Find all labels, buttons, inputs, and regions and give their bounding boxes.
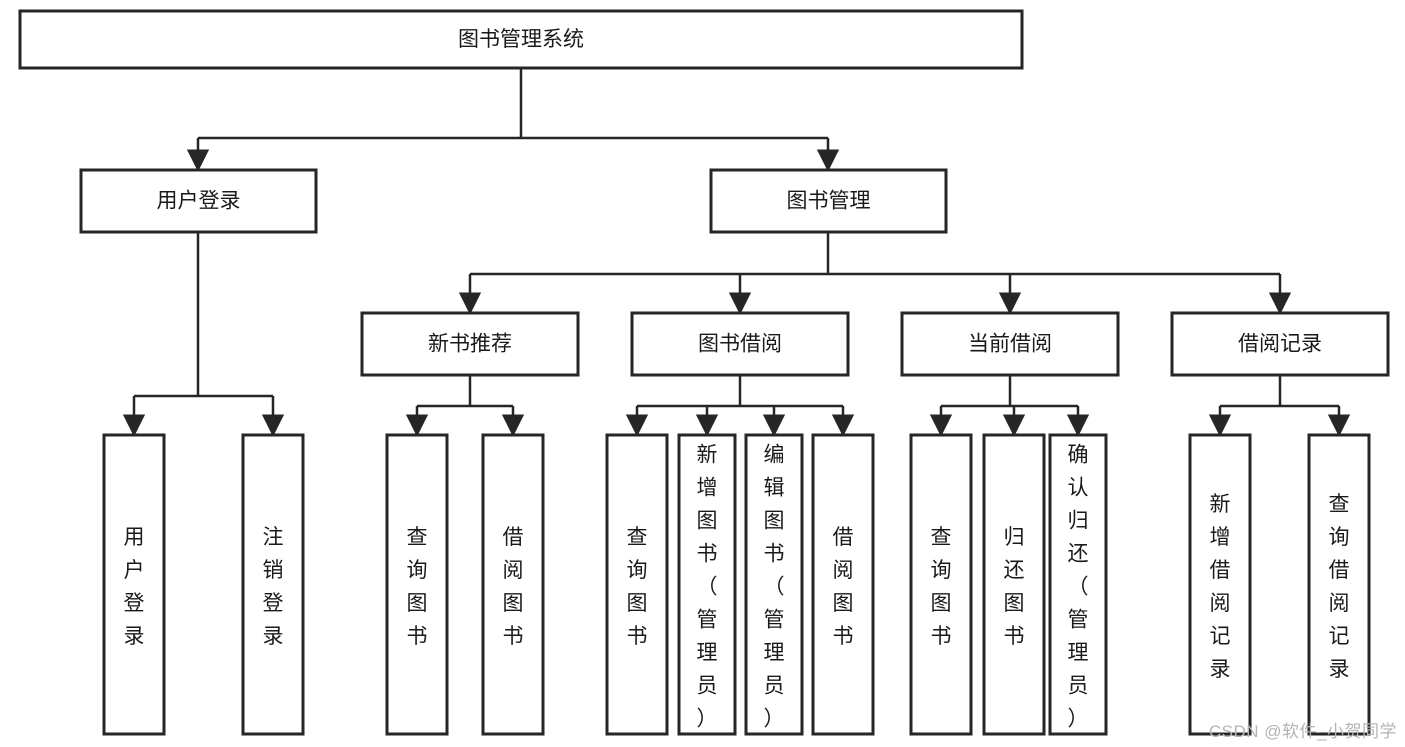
node-label-leaf-logout: 注销登录 (263, 526, 284, 648)
node-label-leaf-add-book: 新增图书（管理员） (697, 444, 718, 731)
node-box-leaf-add-book (677, 433, 737, 736)
node-label-borrow-record: 借阅记录 (1238, 333, 1322, 356)
node-box-new-book-recommend (360, 311, 580, 377)
node-label-leaf-add-record: 新增借阅记录 (1210, 493, 1231, 681)
node-leaf-add-record[interactable]: 新增借阅记录 (1188, 433, 1252, 736)
node-box-leaf-return-book (982, 433, 1046, 736)
node-leaf-confirm-return[interactable]: 确认归还（管理员） (1048, 433, 1108, 736)
node-box-leaf-query-book-1 (385, 433, 449, 736)
node-leaf-edit-book[interactable]: 编辑图书（管理员） (744, 433, 804, 736)
node-box-leaf-add-record (1188, 433, 1252, 736)
node-user-login[interactable]: 用户登录 (79, 168, 318, 234)
node-book-manage[interactable]: 图书管理 (709, 168, 948, 234)
node-box-leaf-query-record (1307, 433, 1371, 736)
node-root[interactable]: 图书管理系统 (18, 9, 1024, 70)
connector-level2_to_level3 (458, 232, 1292, 315)
node-leaf-user-login[interactable]: 用户登录 (102, 433, 166, 736)
node-label-leaf-borrow-book-2: 借阅图书 (833, 526, 854, 648)
node-box-leaf-query-book-2 (605, 433, 669, 736)
node-box-leaf-logout (241, 433, 305, 736)
node-book-borrow[interactable]: 图书借阅 (630, 311, 850, 377)
node-leaf-add-book[interactable]: 新增图书（管理员） (677, 433, 737, 736)
node-leaf-return-book[interactable]: 归还图书 (982, 433, 1046, 736)
node-label-leaf-edit-book: 编辑图书（管理员） (764, 444, 785, 731)
node-label-leaf-query-book-3: 查询图书 (931, 526, 952, 648)
node-box-borrow-record (1170, 311, 1390, 377)
node-box-leaf-edit-book (744, 433, 804, 736)
node-label-leaf-confirm-return: 确认归还（管理员） (1068, 444, 1089, 731)
node-box-user-login (79, 168, 318, 234)
connector-root_to_level2 (186, 68, 840, 172)
node-leaf-query-record[interactable]: 查询借阅记录 (1307, 433, 1371, 736)
node-label-leaf-query-record: 查询借阅记录 (1329, 493, 1350, 681)
connector-recommend_to_leaves (405, 375, 525, 437)
connector-record_to_leaves (1208, 375, 1351, 437)
node-label-user-login: 用户登录 (157, 190, 241, 213)
node-layer: 图书管理系统用户登录图书管理新书推荐图书借阅当前借阅借阅记录用户登录注销登录查询… (18, 9, 1390, 736)
node-leaf-query-book-1[interactable]: 查询图书 (385, 433, 449, 736)
connector-current_to_leaves (929, 375, 1090, 437)
node-label-leaf-user-login: 用户登录 (124, 526, 145, 648)
node-box-book-manage (709, 168, 948, 234)
node-leaf-borrow-book-1[interactable]: 借阅图书 (481, 433, 545, 736)
node-borrow-record[interactable]: 借阅记录 (1170, 311, 1390, 377)
node-label-new-book-recommend: 新书推荐 (428, 333, 512, 356)
node-label-current-borrow: 当前借阅 (968, 333, 1052, 356)
node-label-root: 图书管理系统 (458, 28, 584, 51)
node-label-leaf-return-book: 归还图书 (1004, 526, 1025, 648)
csdn-watermark: CSDN @软件_小贺同学 (1208, 722, 1397, 741)
node-box-leaf-confirm-return (1048, 433, 1108, 736)
node-leaf-query-book-2[interactable]: 查询图书 (605, 433, 669, 736)
node-box-leaf-borrow-book-2 (811, 433, 875, 736)
node-leaf-borrow-book-2[interactable]: 借阅图书 (811, 433, 875, 736)
node-label-book-manage: 图书管理 (787, 190, 871, 213)
node-leaf-logout[interactable]: 注销登录 (241, 433, 305, 736)
node-label-leaf-borrow-book-1: 借阅图书 (503, 526, 524, 648)
connector-borrow_to_leaves (625, 375, 855, 437)
node-leaf-query-book-3[interactable]: 查询图书 (909, 433, 973, 736)
node-box-root (18, 9, 1024, 70)
node-box-leaf-user-login (102, 433, 166, 736)
node-box-leaf-query-book-3 (909, 433, 973, 736)
node-box-book-borrow (630, 311, 850, 377)
connector-login_to_leaves (122, 232, 285, 437)
node-new-book-recommend[interactable]: 新书推荐 (360, 311, 580, 377)
node-label-book-borrow: 图书借阅 (698, 333, 782, 356)
node-label-leaf-query-book-1: 查询图书 (407, 526, 428, 648)
node-label-leaf-query-book-2: 查询图书 (627, 526, 648, 648)
connector-layer (122, 68, 1351, 437)
node-current-borrow[interactable]: 当前借阅 (900, 311, 1120, 377)
node-box-current-borrow (900, 311, 1120, 377)
node-box-leaf-borrow-book-1 (481, 433, 545, 736)
